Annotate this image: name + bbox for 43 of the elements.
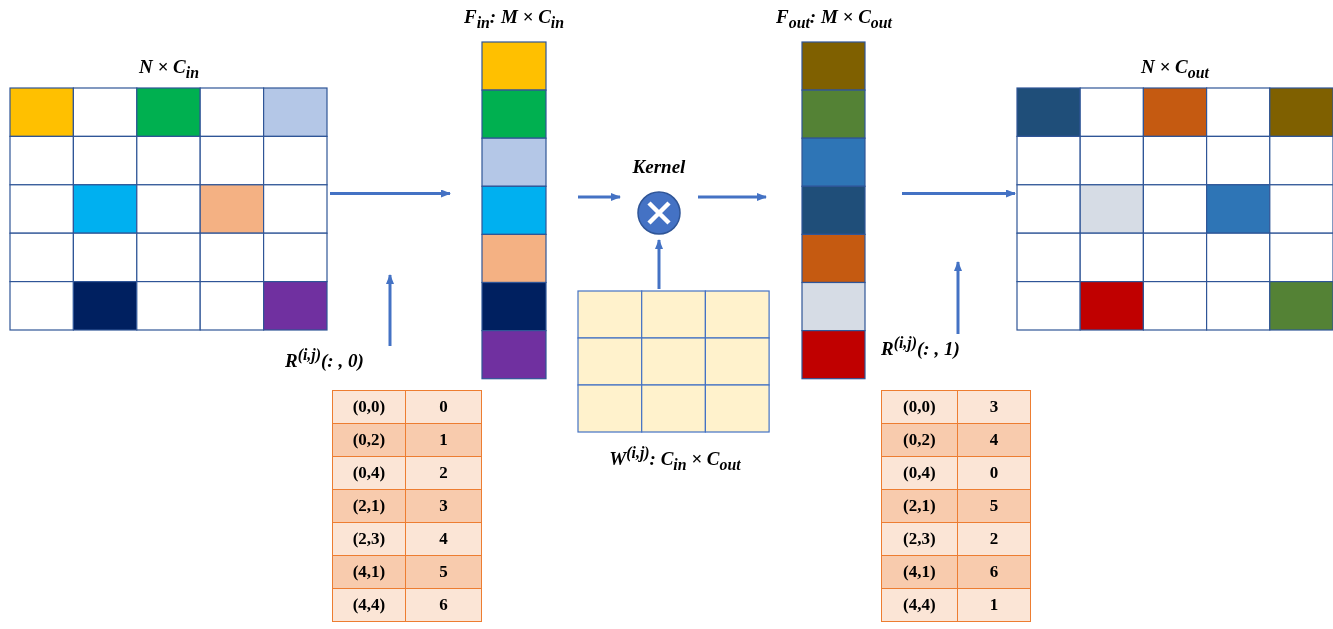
table-cell: 3 (405, 489, 482, 523)
operator-label: Kernel (632, 156, 686, 177)
matrix-label: N × C$_{in}$ (139, 56, 199, 77)
index-map-label: R$^{(i,j)}$(: , 0) (285, 350, 364, 372)
table-cell: (0,4) (332, 456, 406, 490)
table-cell: 1 (957, 588, 1031, 622)
table-cell: (4,1) (332, 555, 406, 589)
matrix-label: W$^{(i,j)}$: C$_{in}$ × C$_{out}$ (609, 448, 741, 470)
table-cell: (2,3) (332, 522, 406, 556)
table-cell: (4,4) (881, 588, 958, 622)
arrow (902, 189, 1016, 198)
table-cell: (2,1) (332, 489, 406, 523)
arrow (578, 193, 621, 201)
table-cell: (0,2) (332, 423, 406, 457)
table-cell: 5 (957, 489, 1031, 523)
matrix-label: F$_{in}$: M × C$_{in}$ (463, 6, 565, 27)
arrow (386, 274, 394, 346)
table-cell: (0,4) (881, 456, 958, 490)
arrow (954, 261, 962, 334)
table-cell: (2,3) (881, 522, 958, 556)
table-cell: 5 (405, 555, 482, 589)
table-cell: 6 (405, 588, 482, 622)
table-cell: 4 (405, 522, 482, 556)
matrix-label: F$_{out}$: M × C$_{out}$ (776, 6, 892, 27)
table-cell: 2 (405, 456, 482, 490)
table-cell: (2,1) (881, 489, 958, 523)
index-map-label: R$^{(i,j)}$(: , 1) (881, 338, 960, 360)
table-cell: (4,1) (881, 555, 958, 589)
table-cell: (0,2) (881, 423, 958, 457)
arrow (698, 193, 767, 201)
table-cell: (0,0) (881, 390, 958, 424)
table-cell: 0 (957, 456, 1031, 490)
table-cell: 3 (957, 390, 1031, 424)
matrix-label: N × C$_{out}$ (1141, 56, 1209, 77)
arrow (330, 189, 451, 198)
table-cell: (4,4) (332, 588, 406, 622)
table-cell: (0,0) (332, 390, 406, 424)
table-cell: 6 (957, 555, 1031, 589)
table-cell: 4 (957, 423, 1031, 457)
arrow (655, 239, 663, 289)
table-cell: 0 (405, 390, 482, 424)
table-cell: 1 (405, 423, 482, 457)
table-cell: 2 (957, 522, 1031, 556)
